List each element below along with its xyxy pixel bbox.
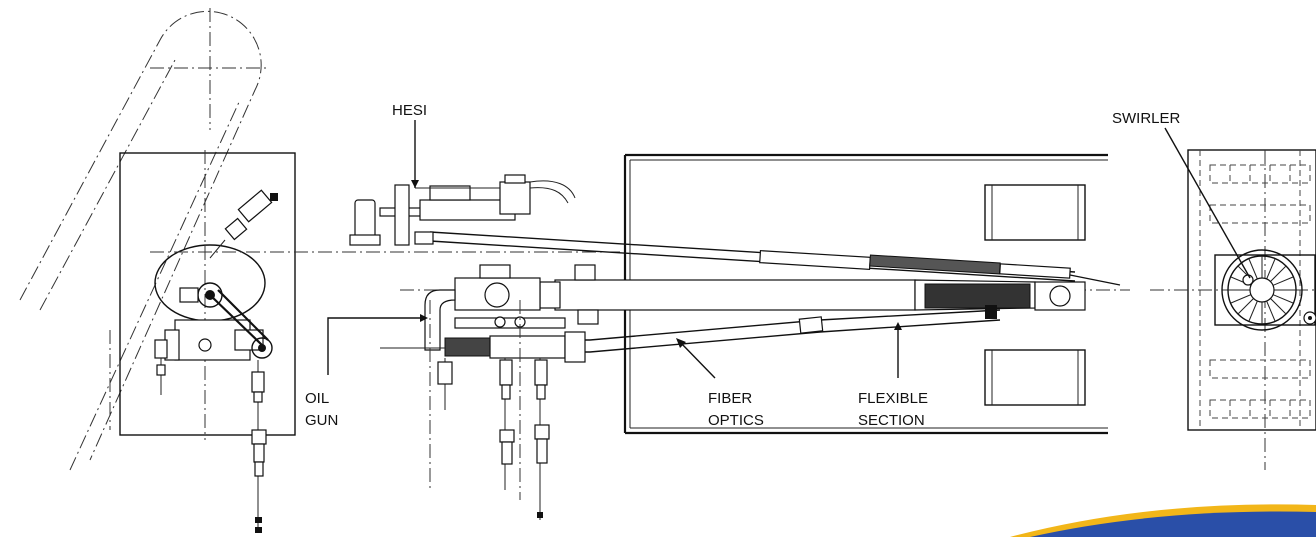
oil-gun-braided-segment (924, 283, 1031, 309)
swirler-leader (1164, 127, 1251, 279)
label-fiber-optics-line1: FIBER (708, 390, 752, 407)
mounting-plate (119, 150, 296, 533)
flexible-section-arrow (894, 322, 902, 330)
label-oil-gun-line2: GUN (305, 412, 338, 429)
label-hesi: HESI (392, 102, 427, 119)
fiber-optics-arrow (676, 338, 686, 348)
oil-gun-assembly (380, 264, 1130, 520)
label-flexible-section-line1: FLEXIBLE (858, 390, 928, 407)
hesi-assembly (349, 174, 1121, 286)
brand-swoosh (1010, 504, 1316, 537)
angled-sensor (209, 189, 278, 259)
label-oil-gun-line1: OIL (305, 390, 329, 407)
label-swirler: SWIRLER (1112, 110, 1181, 127)
swoosh-blue (1030, 511, 1316, 537)
hose-coupling (444, 337, 491, 357)
fiber-optics-leader (679, 341, 716, 379)
label-flexible-section-line2: SECTION (858, 412, 925, 429)
hesi-arrow (411, 180, 419, 188)
windbox-outline (623, 153, 1108, 435)
label-fiber-optics-line2: OPTICS (708, 412, 764, 429)
swirler-front-view (1150, 149, 1316, 470)
hesi-braided-segment (869, 254, 1001, 275)
oil-gun-leader (327, 317, 420, 375)
oil-gun-arrow (420, 314, 428, 322)
diagonal-rail (19, 8, 270, 471)
